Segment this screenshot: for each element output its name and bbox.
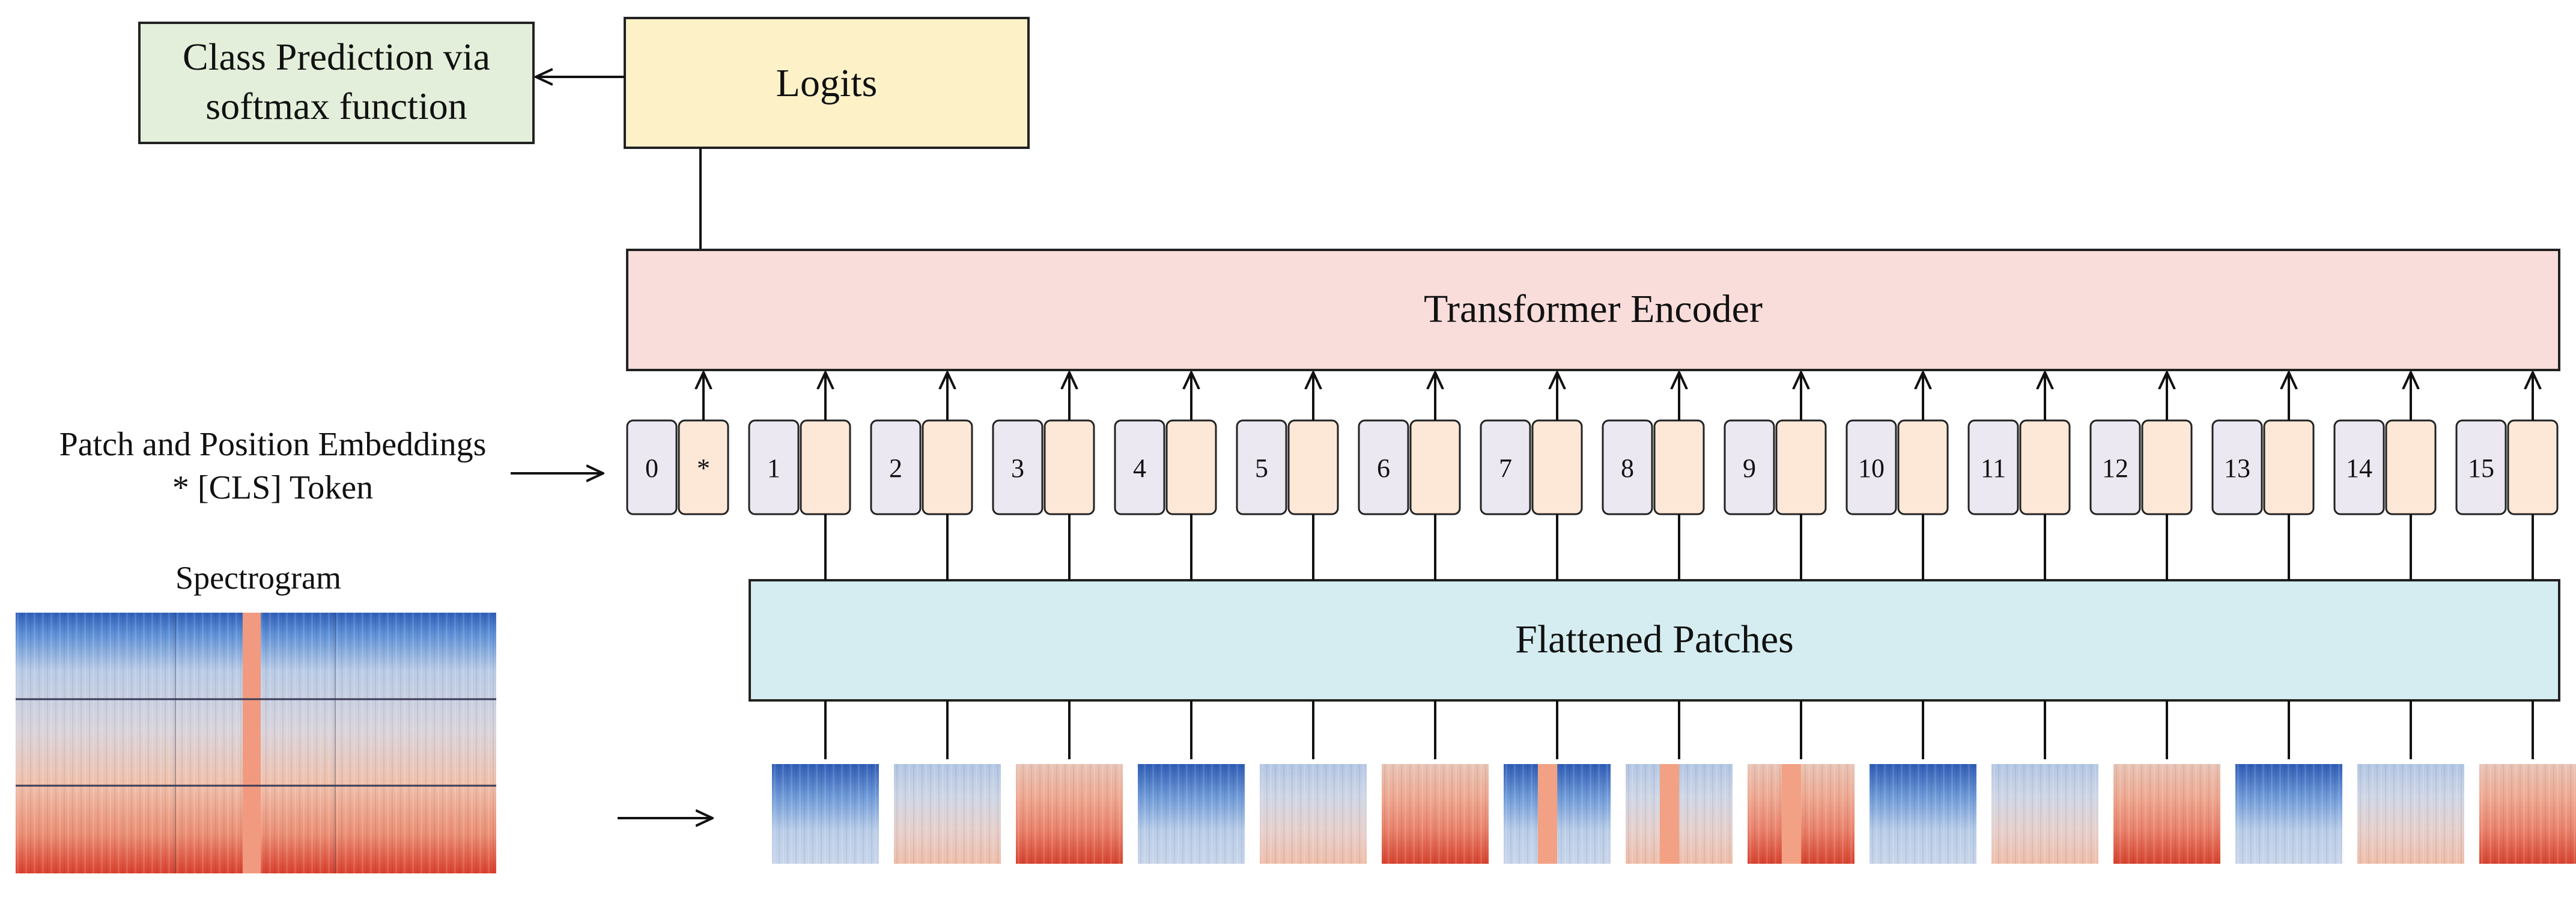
patch-embedding-box — [1287, 419, 1339, 515]
spectrogram-patch-texture — [1016, 764, 1123, 864]
embeddings-caption-line-2: * [CLS] Token — [172, 469, 373, 506]
class-prediction-box: Class Prediction via softmax function — [138, 22, 535, 144]
patch-token-group: 5 — [1236, 372, 1339, 515]
patch-embedding-box — [1653, 419, 1705, 515]
position-embedding-box — [2333, 419, 2385, 515]
position-embedding-box — [2211, 419, 2263, 515]
position-index-label: 6 — [1377, 454, 1390, 483]
position-index-label: 3 — [1011, 454, 1024, 483]
patch-embedding-box — [1897, 419, 1949, 515]
spectrogram-patch-band — [1659, 764, 1679, 864]
position-index-label: 8 — [1621, 454, 1634, 483]
position-index-label: 7 — [1499, 454, 1512, 483]
spectrogram-patch-texture — [2479, 764, 2576, 864]
position-index-label: 9 — [1743, 454, 1756, 483]
spectrogram-patch-texture — [1870, 764, 1976, 864]
patch-token-group: 2 — [870, 372, 973, 515]
position-embedding-box — [1967, 419, 2019, 515]
transformer-encoder-box: Transformer Encoder — [626, 249, 2560, 371]
patch-token-group: 14 — [2333, 372, 2437, 515]
patch-token-group: 10 — [1845, 372, 1949, 515]
embeddings-caption: Patch and Position Embeddings * [CLS] To… — [59, 426, 487, 506]
position-index-label: 11 — [1981, 454, 2006, 483]
position-index-label: 10 — [1858, 454, 1885, 483]
position-embedding-box — [992, 419, 1043, 515]
position-index-label: 5 — [1255, 454, 1268, 483]
spectrogram-patch-band — [1781, 764, 1801, 864]
patch-token-group: 12 — [2089, 372, 2193, 515]
patch-token-group: 15 — [2455, 372, 2559, 515]
embeddings-caption-line-1: Patch and Position Embeddings — [59, 426, 487, 463]
patch-embedding-box — [2141, 419, 2193, 515]
spectrogram-patch-texture — [772, 764, 879, 864]
logits-label: Logits — [776, 61, 878, 105]
patch-embedding-box — [2385, 419, 2437, 515]
patch-token-group: 11 — [1967, 372, 2071, 515]
position-index-label: 0 — [645, 454, 658, 483]
spectrogram-patch-texture — [2357, 764, 2464, 864]
spectrogram-patch-texture — [1382, 764, 1489, 864]
position-embedding-box — [870, 419, 922, 515]
spectrogram-patch-band — [1537, 764, 1557, 864]
position-index-label: 12 — [2102, 454, 2128, 483]
patch-token-group: 13 — [2211, 372, 2315, 515]
patch-token-group: 7 — [1480, 372, 1583, 515]
spectrogram-image — [16, 613, 496, 873]
svg-text:softmax function: softmax function — [205, 85, 467, 127]
patch-embedding-box — [2507, 419, 2559, 515]
svg-text:Class Prediction via: Class Prediction via — [183, 35, 490, 78]
patch-embedding-box — [800, 419, 851, 515]
position-embedding-box — [2089, 419, 2141, 515]
patch-token-group: 4 — [1114, 372, 1217, 515]
transformer-encoder-label: Transformer Encoder — [1424, 287, 1763, 331]
patch-embedding-box — [1409, 419, 1461, 515]
patch-embedding-box — [1775, 419, 1827, 515]
position-embedding-box — [1358, 419, 1409, 515]
spectrogram-patch-texture — [1260, 764, 1367, 864]
spectrogram-patch-texture — [1138, 764, 1245, 864]
patch-embedding-box — [2263, 419, 2315, 515]
patch-token-group: 6 — [1358, 372, 1461, 515]
patch-embedding-box — [1165, 419, 1217, 515]
position-embedding-box — [748, 419, 800, 515]
patch-token-group: 8 — [1602, 372, 1705, 515]
patch-image-row — [772, 700, 2576, 864]
patch-embedding-box — [2019, 419, 2071, 515]
position-index-label: 2 — [889, 454, 902, 483]
position-embedding-box — [1114, 419, 1165, 515]
cls-marker-label: * — [697, 454, 710, 483]
spectrogram-patch-texture — [2113, 764, 2220, 864]
flattened-patches-label: Flattened Patches — [1515, 617, 1794, 661]
patch-token-group: 9 — [1724, 372, 1827, 515]
position-index-label: 14 — [2346, 454, 2372, 483]
patch-embedding-box — [922, 419, 973, 515]
position-index-label: 4 — [1133, 454, 1146, 483]
logits-box: Logits — [624, 17, 1030, 149]
spectrogram-patch-texture — [1991, 764, 2098, 864]
position-index-label: 1 — [767, 454, 780, 483]
position-embedding-box — [1602, 419, 1653, 515]
patch-token-group: 1 — [748, 372, 851, 515]
position-embedding-box — [1236, 419, 1287, 515]
spectrogram-patch-texture — [894, 764, 1001, 864]
position-index-label: 13 — [2224, 454, 2250, 483]
position-embedding-box — [1724, 419, 1775, 515]
patch-embedding-box — [1531, 419, 1583, 515]
patch-token-group: 3 — [992, 372, 1095, 515]
cls-token-group: 0* — [626, 372, 729, 515]
position-embedding-box — [1480, 419, 1531, 515]
position-embedding-box — [2455, 419, 2507, 515]
class-prediction-line-1: Class Prediction via — [183, 35, 490, 78]
patch-embedding-box — [1043, 419, 1095, 515]
position-embedding-box — [1845, 419, 1897, 515]
flattened-patches-box: Flattened Patches — [749, 579, 2560, 702]
spectrogram-patch-texture — [2235, 764, 2342, 864]
position-embedding-box — [626, 419, 678, 515]
spectrogram-label: Spectrogram — [175, 560, 341, 596]
position-index-label: 15 — [2468, 454, 2494, 483]
class-prediction-line-2: softmax function — [205, 85, 467, 127]
